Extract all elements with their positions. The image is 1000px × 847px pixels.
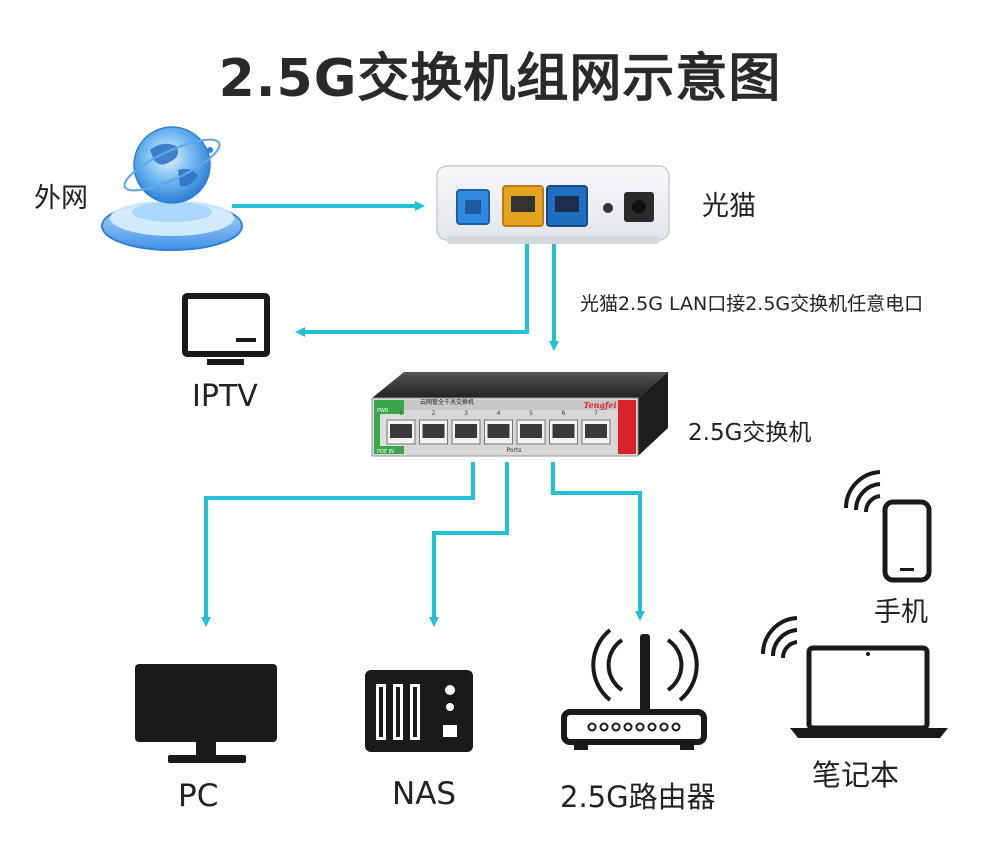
router-led <box>647 722 657 732</box>
router-led <box>587 722 597 732</box>
switch-port <box>516 419 546 445</box>
switch-brand-text: Tengfei <box>583 400 616 410</box>
switch-ports-label: Ports <box>506 447 521 454</box>
router-icon <box>561 628 707 750</box>
switch-port <box>451 419 481 445</box>
switch-port-number: 1 <box>399 410 403 417</box>
switch-port <box>484 419 513 445</box>
router-label: 2.5G路由器 <box>560 780 716 814</box>
pc-label: PC <box>178 778 219 814</box>
internet-globe-icon <box>101 126 243 251</box>
diagram-title: 2.5G交换机组网示意图 <box>218 49 782 109</box>
switch-port-number: 2 <box>432 410 436 417</box>
switch-pwr-label: PWR <box>377 408 389 414</box>
switch-port-number: 3 <box>464 410 468 417</box>
modem-device-icon <box>436 165 670 244</box>
router-led <box>671 722 681 732</box>
switch-port-row: 1 2 3 4 5 6 7 <box>386 410 611 445</box>
switch-port <box>581 419 611 445</box>
phone-label: 手机 <box>874 597 928 628</box>
switch-label: 2.5G交换机 <box>688 420 812 446</box>
iptv-label: IPTV <box>192 379 258 414</box>
router-led-row <box>587 722 681 732</box>
arrow-modem-to-iptv <box>295 240 529 337</box>
phone-icon <box>882 499 932 583</box>
switch-port-number: 6 <box>562 410 566 417</box>
nas-storage-icon <box>365 670 473 752</box>
modem-reset-button <box>603 203 613 213</box>
router-led <box>599 722 609 732</box>
arrow-switch-to-pc <box>201 462 475 627</box>
router-led <box>635 722 645 732</box>
switch-device-icon: 云网管全千兆交换机 Tengfei PWR POE IN Ports 1 2 3 4 5… <box>371 372 668 457</box>
laptop-label: 笔记本 <box>812 758 900 792</box>
switch-port <box>386 419 416 445</box>
switch-red-accent <box>618 400 636 454</box>
modem-to-switch-annotation: 光猫2.5G LAN口接2.5G交换机任意电口 <box>580 293 924 315</box>
switch-model-text: 云网管全千兆交换机 <box>420 398 474 406</box>
switch-port-number: 7 <box>594 410 598 417</box>
pc-monitor-icon <box>135 664 277 763</box>
laptop-wifi-signal-icon <box>760 616 798 659</box>
router-led <box>623 722 633 732</box>
arrow-switch-to-router <box>551 462 645 621</box>
router-led <box>659 722 669 732</box>
switch-port <box>419 419 448 445</box>
laptop-icon <box>790 645 948 738</box>
switch-port-number: 4 <box>497 410 501 417</box>
internet-label: 外网 <box>34 183 88 214</box>
modem-label: 光猫 <box>702 191 756 222</box>
switch-poe-label: POE IN <box>377 449 394 455</box>
connection-arrows <box>201 201 645 627</box>
arrow-switch-to-nas <box>429 462 509 627</box>
switch-port-number: 5 <box>529 410 533 417</box>
router-led <box>611 722 621 732</box>
iptv-tv-icon <box>182 293 270 365</box>
nas-label: NAS <box>392 776 457 812</box>
phone-wifi-signal-icon <box>843 470 881 513</box>
switch-port <box>549 419 578 445</box>
